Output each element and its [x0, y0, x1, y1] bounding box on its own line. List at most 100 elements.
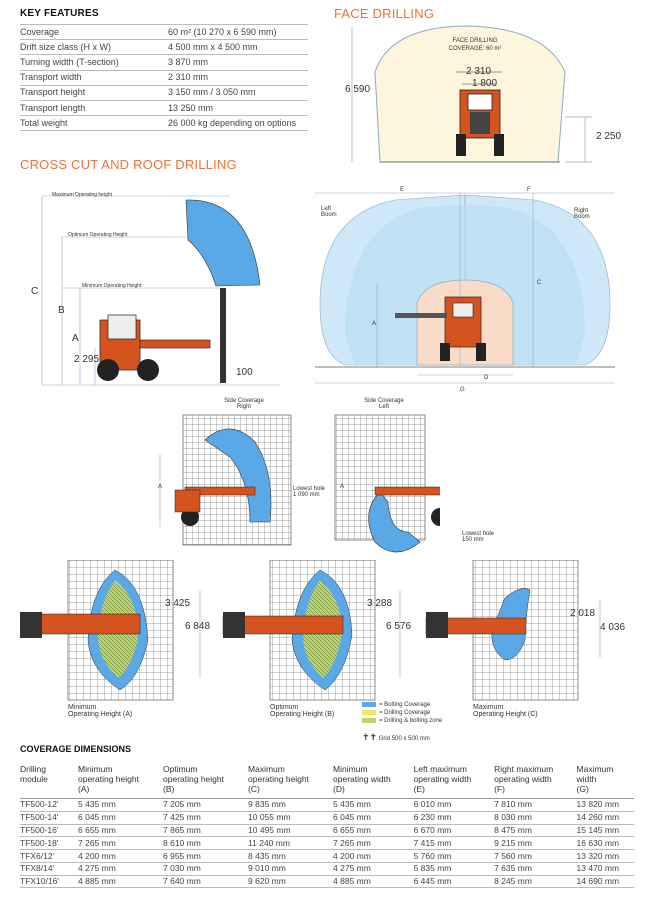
coverage-cell: TF500-12' — [20, 798, 78, 812]
coverage-cell: TF500-14' — [20, 811, 78, 825]
coverage-cell: 7 865 mm — [163, 824, 249, 838]
front-dim-D: D — [484, 375, 489, 381]
key-feature-label: Transport height — [20, 85, 168, 101]
key-feature-value: 26 000 kg depending on options — [168, 115, 308, 132]
key-feature-label: Transport width — [20, 70, 168, 86]
coverage-cell: 13 470 mm — [576, 862, 634, 876]
coverage-cell: 6 655 mm — [333, 824, 414, 838]
front-dim-C: C — [537, 280, 542, 286]
side-coverage-left-title: Side Coverage Left — [364, 398, 404, 410]
side-coverage-diagrams — [159, 414, 440, 553]
grid2-caption: Optimum Operating Height (B) — [270, 704, 335, 718]
face-dim-inner: 1 800 — [472, 78, 498, 89]
coverage-header: Minimum operating width (D) — [333, 762, 414, 799]
front-dim-F: F — [527, 187, 531, 193]
key-feature-value: 3 870 mm — [168, 54, 308, 71]
coverage-cell: 5 435 mm — [333, 798, 414, 812]
coverage-cell: 6 955 mm — [163, 849, 249, 863]
key-feature-label: Total weight — [20, 115, 168, 132]
grid1-caption: Minimum Operating Height (A) — [68, 704, 133, 718]
legend-grid: ✝✝ Grid 500 x 500 mm — [362, 732, 430, 742]
coverage-cell: TF500-16' — [20, 824, 78, 838]
coverage-cell: 8 610 mm — [163, 836, 249, 851]
key-feature-value: 3 150 mm / 3 050 mm — [168, 85, 308, 101]
key-feature-label: Coverage — [20, 23, 168, 41]
coverage-cell: 4 885 mm — [333, 875, 414, 889]
coverage-cell: 4 275 mm — [78, 862, 164, 876]
side-right-machine — [174, 486, 256, 526]
key-feature-row: Drift size class (H x W)4 500 mm x 4 500… — [20, 39, 308, 56]
coverage-cell: 5 760 mm — [413, 849, 495, 863]
coverage-cell: 11 240 mm — [248, 836, 334, 851]
face-dim-width: 2 310 — [466, 66, 492, 77]
coverage-cell: 6 655 mm — [78, 824, 164, 838]
grid2-d1: 3 288 — [367, 598, 393, 609]
coverage-cell: 10 495 mm — [248, 824, 334, 838]
cross-cut-machine — [97, 288, 226, 383]
key-feature-value: 60 m² (10 270 x 6 590 mm) — [168, 23, 308, 41]
face-drilling-title: FACE DRILLING — [334, 6, 435, 21]
side-dim-A-left: A — [340, 484, 345, 490]
coverage-cell: TF500-18' — [20, 836, 78, 851]
dim-100: 100 — [236, 367, 253, 378]
face-dim-height: 6 590 — [345, 84, 371, 95]
grid3-d2: 4 036 — [600, 622, 626, 633]
coverage-cell: 4 885 mm — [78, 875, 164, 889]
key-feature-label: Drift size class (H x W) — [20, 39, 168, 56]
face-drilling-diagram — [351, 25, 592, 163]
key-feature-value: 4 500 mm x 4 500 mm — [168, 39, 308, 56]
coverage-header: Left maximum operating width (E) — [413, 762, 495, 799]
front-dim-G: G — [460, 387, 465, 393]
key-features-title: KEY FEATURES — [20, 8, 99, 19]
coverage-cell: 8 030 mm — [494, 811, 577, 825]
coverage-cell: 6 045 mm — [333, 811, 414, 825]
face-dim-low: 2 250 — [596, 131, 622, 142]
grid1-d2: 6 848 — [185, 621, 211, 632]
legend-bolting: = Bolting Coverage — [362, 702, 430, 708]
coverage-cell: 7 030 mm — [163, 862, 249, 876]
coverage-header: Drilling module — [20, 762, 78, 799]
left-boom-label: Left Boom — [321, 206, 337, 218]
cross-cut-title: CROSS CUT AND ROOF DRILLING — [20, 157, 237, 172]
max-operating-height-label: Maximum Operating height — [52, 192, 113, 198]
coverage-header: Maximum width (G) — [576, 762, 634, 799]
legend-drilling: = Drilling Coverage — [362, 710, 430, 716]
grid1-d1: 3 425 — [165, 598, 191, 609]
face-drill-machine-front — [456, 89, 504, 156]
coverage-header: Optimum operating height (B) — [163, 762, 249, 799]
coverage-cell: 6 010 mm — [413, 798, 495, 812]
coverage-cell: 6 230 mm — [413, 811, 495, 825]
coverage-cell: TFX6/12' — [20, 849, 78, 863]
coverage-cell: 5 435 mm — [78, 798, 164, 812]
coverage-cell: 7 560 mm — [494, 849, 577, 863]
grid3-d1: 2 018 — [570, 608, 596, 619]
front-view-diagram — [315, 192, 615, 384]
coverage-cell: 4 200 mm — [333, 849, 414, 863]
legend-both: = Drilling & bolting zone — [362, 718, 442, 724]
coverage-cell: TFX8/14' — [20, 862, 78, 876]
lowest-hole-right: Lowest hole 1 090 mm — [293, 486, 326, 498]
min-operating-height-label: Minimum Operating Height — [82, 283, 142, 289]
coverage-cell: 8 245 mm — [494, 875, 577, 889]
dim-B: B — [58, 305, 65, 316]
coverage-cell: 15 145 mm — [576, 824, 634, 838]
coverage-cell: 4 200 mm — [78, 849, 164, 863]
coverage-cell: 7 415 mm — [413, 836, 495, 851]
coverage-cell: 16 630 mm — [576, 836, 634, 851]
cross-cut-diagram — [41, 195, 280, 386]
side-left-machine — [374, 486, 440, 526]
right-boom-label: Right Boom — [574, 208, 590, 220]
coverage-cell: TFX10/16' — [20, 875, 78, 889]
coverage-cell: 9 010 mm — [248, 862, 334, 876]
front-dim-E: E — [400, 187, 405, 193]
opt-operating-height-label: Optimum Operating Height — [68, 232, 128, 238]
key-feature-label: Turning width (T-section) — [20, 54, 168, 71]
key-feature-row: Turning width (T-section)3 870 mm — [20, 54, 308, 71]
